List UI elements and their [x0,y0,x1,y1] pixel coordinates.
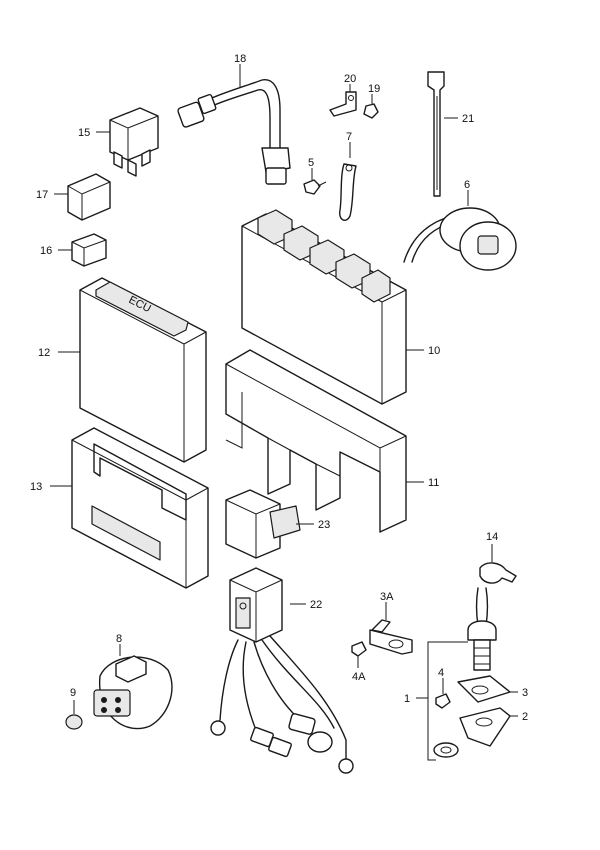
label-17: 17 [36,189,48,201]
label-7: 7 [346,131,352,143]
label-1: 1 [404,693,410,705]
label-5: 5 [308,157,314,169]
label-2: 2 [522,711,528,723]
part-22-sub-harness [210,567,354,774]
label-9: 9 [70,687,76,699]
label-13: 13 [30,481,42,493]
part-9-cap [65,700,83,730]
label-8: 8 [116,633,122,645]
label-4: 4 [438,667,444,679]
label-16: 16 [40,245,52,257]
part-20-bracket [329,84,357,117]
label-11: 11 [428,477,439,489]
part-23-rubber-boot [225,489,314,559]
part-7-ground-strap [338,142,357,221]
label-23: 23 [318,519,330,531]
part-12-ecu: ECU [58,277,207,463]
label-18: 18 [234,53,246,65]
part-3-plate [457,675,518,703]
part-4a-bolt [351,641,367,668]
part-18-wire-harness [177,64,291,185]
label-6: 6 [464,179,470,191]
label-3: 3 [522,687,528,699]
part-19-bolt [363,94,379,119]
label-20: 20 [344,73,356,85]
part-13-ecu-cover [50,427,209,589]
part-16-relay [58,233,107,267]
part-1-sensor-assembly [416,587,497,761]
label-4a: 4A [352,671,366,683]
part-15-relay [96,107,159,177]
part-17-relay [54,173,111,221]
label-12: 12 [38,347,50,359]
part-4-bolt [435,678,451,709]
label-14: 14 [486,531,498,543]
part-21-cable-tie [427,71,458,197]
label-15: 15 [78,127,90,139]
part-6-connector-round [403,190,517,271]
part-2-bracket [459,707,518,747]
label-21: 21 [462,113,474,125]
part-14-clip [479,544,517,584]
part-1-washer [433,742,459,758]
part-10-junction-box [241,209,424,405]
label-10: 10 [428,345,440,357]
label-3a: 3A [380,591,394,603]
part-5-bolt [303,168,327,195]
part-8-main-connector [93,644,173,730]
part-labels: 18 20 19 21 15 7 5 6 17 16 12 10 11 13 2… [30,53,528,723]
label-19: 19 [368,83,380,95]
part-11-junction-cover [225,349,424,533]
label-22: 22 [310,599,322,611]
part-3a-bracket [369,602,413,655]
